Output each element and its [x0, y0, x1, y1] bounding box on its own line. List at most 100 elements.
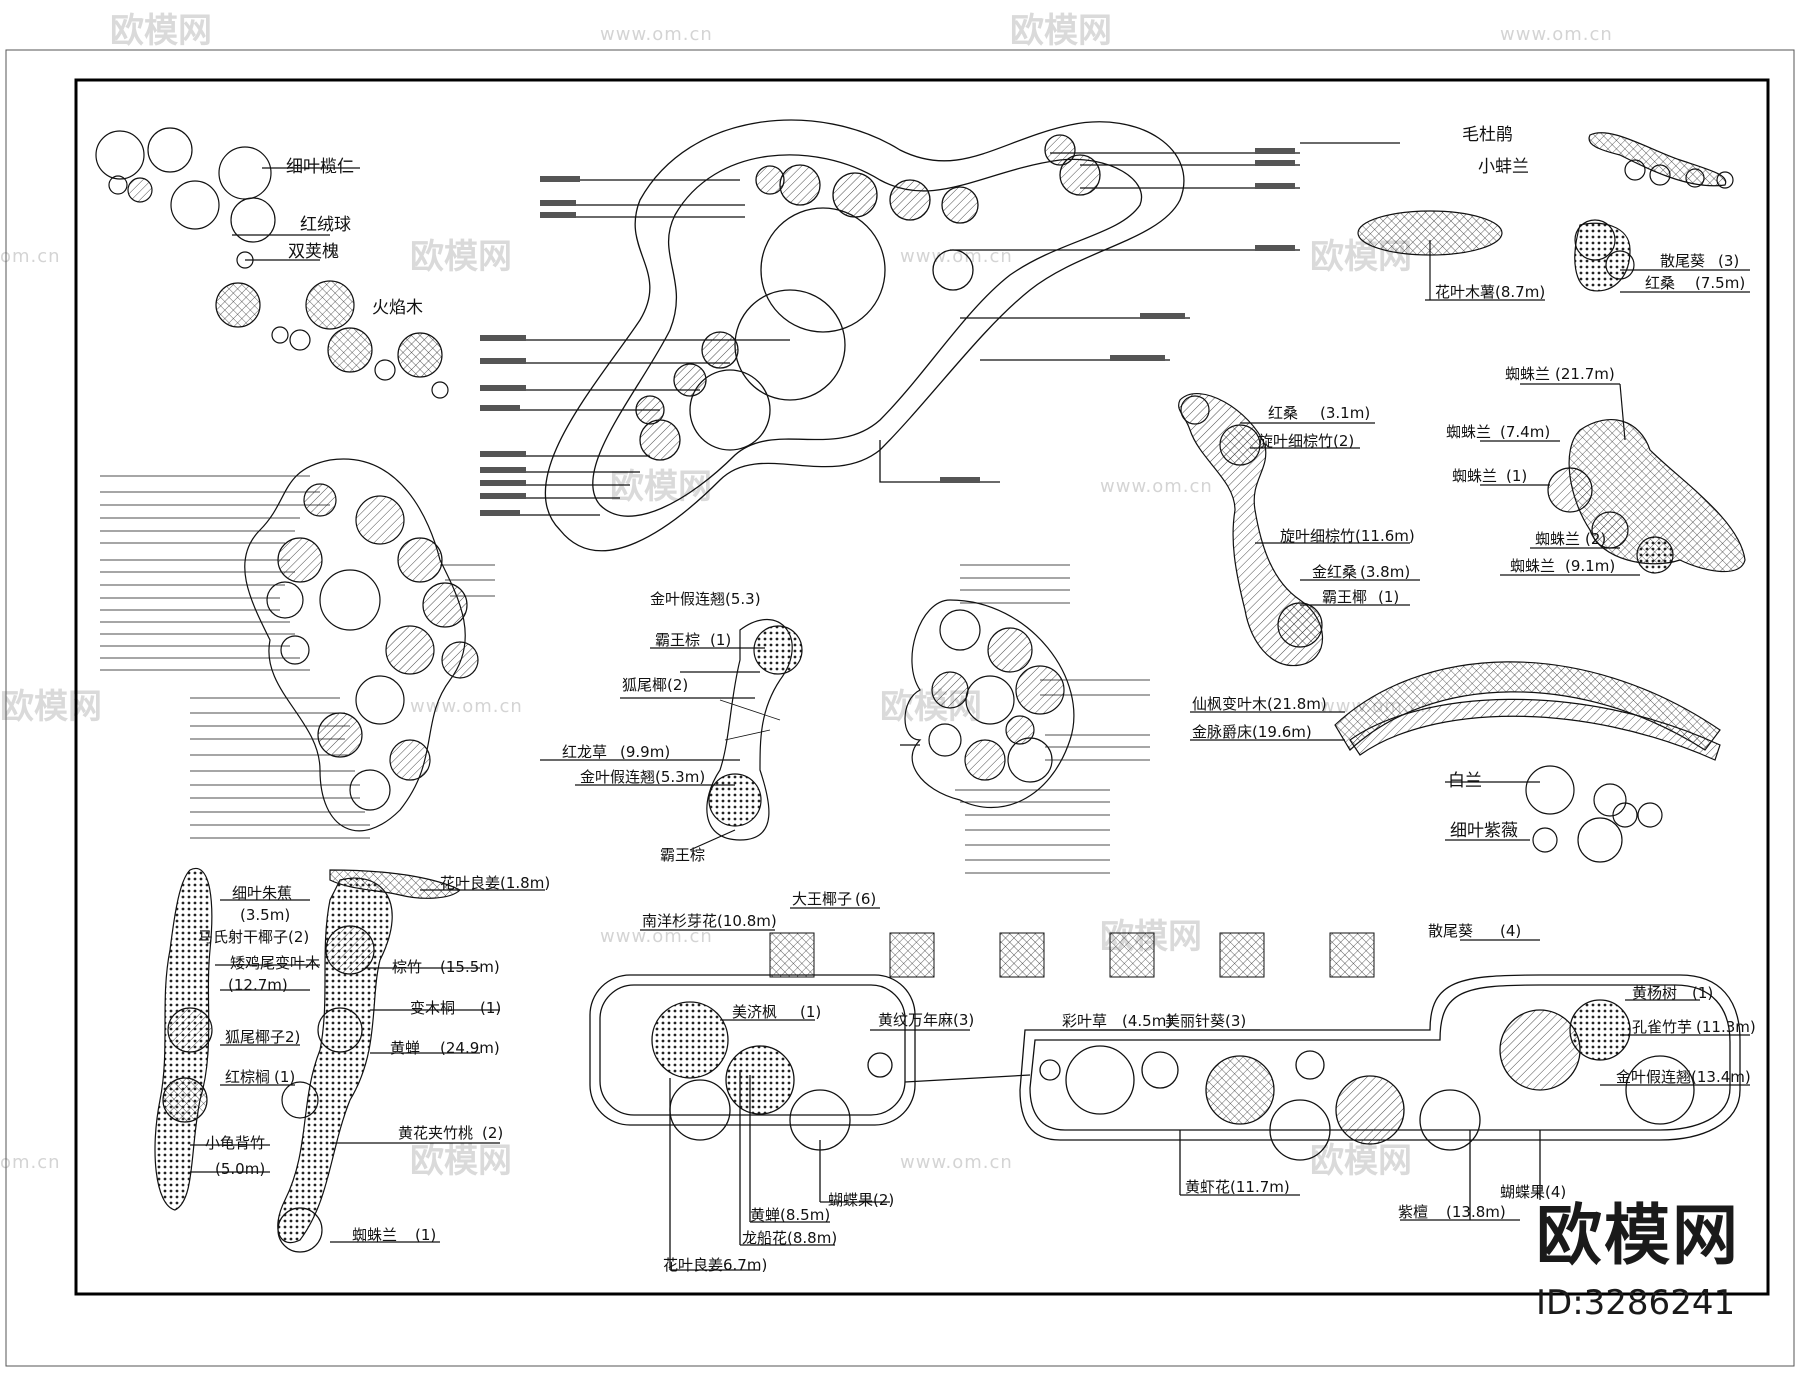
label: 红绒球: [300, 215, 351, 235]
labels-bottom-right: 彩叶草 (4.5m) 美丽针葵(3) 散尾葵 (4) 黄杨树 (1) 孔雀竹芋 …: [1062, 922, 1756, 1221]
brand-id: ID:3286241: [1536, 1283, 1736, 1323]
label: 龙船花(8.8m): [742, 1229, 837, 1247]
label: 细叶榄仁: [286, 157, 354, 177]
label: (1): [480, 999, 501, 1017]
watermark-url: www.om.cn: [900, 1152, 1013, 1173]
label: 蜘蛛兰: [352, 1226, 397, 1244]
label: (3): [1718, 252, 1739, 270]
label: 蜘蛛兰: [1446, 423, 1491, 441]
watermark-logo: 欧模网: [610, 467, 712, 507]
watermark-logo: 欧模网: [1310, 1141, 1412, 1181]
label: (4): [1500, 922, 1521, 940]
label: (1.8m): [500, 874, 550, 892]
label: 仙枫变叶木(21.8m): [1192, 695, 1327, 713]
label: 金叶假连翘(13.4m): [1616, 1068, 1751, 1086]
label: (1): [1692, 984, 1713, 1002]
label: (3.5m): [240, 906, 290, 924]
watermark-logo: 欧模网: [1010, 11, 1112, 51]
watermark-url: www.om.cn: [410, 696, 523, 717]
label: 红桑: [1645, 274, 1675, 292]
label: (7.4m): [1500, 423, 1550, 441]
bed-curved: [1178, 393, 1420, 667]
brand-name: 欧模网: [1536, 1197, 1740, 1274]
watermark-logo: 欧模网: [410, 237, 512, 277]
bed-arc: [1190, 661, 1721, 761]
brand-badge: 欧模网 ID:3286241: [1536, 1197, 1740, 1324]
label: 旋叶细棕竹(2): [1258, 432, 1354, 450]
label: (15.5m): [440, 958, 500, 976]
labels-top-left: 细叶榄仁 红绒球 双荚槐 火焰木: [286, 157, 423, 318]
label: (11.3m): [1696, 1018, 1756, 1036]
label: (3.1m): [1320, 404, 1370, 422]
bed-bottom: [589, 907, 1750, 1271]
label: 红龙草: [562, 743, 607, 761]
label: 小蚌兰: [1478, 157, 1529, 177]
outer-frame: [5, 49, 1795, 1367]
label: 蝴蝶果(4): [1500, 1183, 1566, 1201]
label: 蜘蛛兰: [1452, 467, 1497, 485]
watermark-layer: 欧模网 www.om.cn 欧模网 www.om.cn om.cn 欧模网 ww…: [0, 11, 1613, 1181]
label: (9.1m): [1565, 557, 1615, 575]
bed-top-center-tags: [480, 148, 1295, 516]
labels-top-right: 毛杜鹃 小蚌兰 花叶木薯(8.7m) 散尾葵 (3) 红桑 (7.5m): [1435, 125, 1745, 301]
label: 美济枫: [732, 1003, 777, 1021]
label: (6): [855, 890, 876, 908]
label: 南洋杉芽花(10.8m): [642, 912, 777, 930]
label: 毛杜鹃: [1462, 125, 1513, 145]
watermark-logo: 欧模网: [110, 11, 212, 51]
labels-bottom-center: 大王椰子 (6) 南洋杉芽花(10.8m) 美济枫 (1) 黄纹万年麻(3) 黄…: [642, 890, 974, 1274]
label: 旋叶细棕竹(11.6m): [1280, 527, 1415, 545]
inner-frame: [74, 78, 1770, 1296]
label: (1): [415, 1226, 436, 1244]
palm-row: [769, 932, 1375, 978]
bed-center-right: [900, 564, 1150, 874]
label: 霸王棕: [655, 631, 700, 649]
bed-left-mid: [100, 458, 495, 839]
label: 金叶假连翘(5.3m): [580, 768, 705, 786]
label: 花叶木薯(8.7m): [1435, 283, 1545, 301]
label: 狐尾椰子2): [225, 1028, 300, 1046]
label: (1): [710, 631, 731, 649]
label: 黄杨树: [1632, 984, 1677, 1002]
bed-center-small: [540, 618, 803, 851]
labels-arc-bed: 仙枫变叶木(21.8m) 金脉爵床(19.6m): [1192, 695, 1327, 741]
watermark-url: www.om.cn: [600, 926, 713, 947]
labels-bottom-left: 细叶朱蕉 (3.5m) 马氏射干椰子(2) 矮鸡尾变叶木 (12.7m) 狐尾椰…: [198, 874, 550, 1244]
label: 黄蝉(8.5m): [750, 1206, 830, 1224]
label: 白兰: [1448, 771, 1482, 791]
label: (3.8m): [1360, 563, 1410, 581]
label: (7.5m): [1695, 274, 1745, 292]
label: (24.9m): [440, 1039, 500, 1057]
label: 马氏射干椰子(2): [198, 928, 309, 946]
watermark-url: www.om.cn: [900, 246, 1013, 267]
label: 棕竹: [392, 958, 422, 976]
label: 细叶紫薇: [1450, 821, 1518, 841]
label: 散尾葵: [1428, 922, 1473, 940]
watermark-logo: 欧模网: [410, 1141, 512, 1181]
label: 黄虾花(11.7m): [1185, 1178, 1290, 1196]
label: 散尾葵: [1660, 252, 1705, 270]
label: 火焰木: [372, 298, 423, 318]
watermark-logo: 欧模网: [0, 687, 102, 727]
label: 金脉爵床(19.6m): [1192, 723, 1312, 741]
label: 狐尾椰(2): [622, 676, 688, 694]
label: 紫檀: [1398, 1203, 1428, 1221]
label: (1): [274, 1068, 295, 1086]
label: 黄花夹竹桃: [398, 1124, 473, 1142]
label: (9.9m): [620, 743, 670, 761]
watermark-url: www.om.cn: [1500, 24, 1613, 45]
label: 花叶良姜: [440, 874, 500, 892]
bed-bottom-left: [154, 867, 545, 1253]
label: 细叶朱蕉: [232, 884, 292, 902]
label: 黄蝉: [390, 1039, 420, 1057]
group-white-orchid: [1445, 765, 1663, 863]
label: 霸王棕: [660, 846, 705, 864]
label: 花叶良姜6.7m): [663, 1256, 767, 1274]
label: (12.7m): [228, 976, 288, 994]
labels-curved-bed: 红桑 (3.1m) 旋叶细棕竹(2) 旋叶细棕竹(11.6m) 金红桑 (3.8…: [1258, 404, 1415, 606]
label: (2): [482, 1124, 503, 1142]
group-top-right: [1300, 132, 1750, 301]
label: 霸王椰: [1322, 588, 1367, 606]
